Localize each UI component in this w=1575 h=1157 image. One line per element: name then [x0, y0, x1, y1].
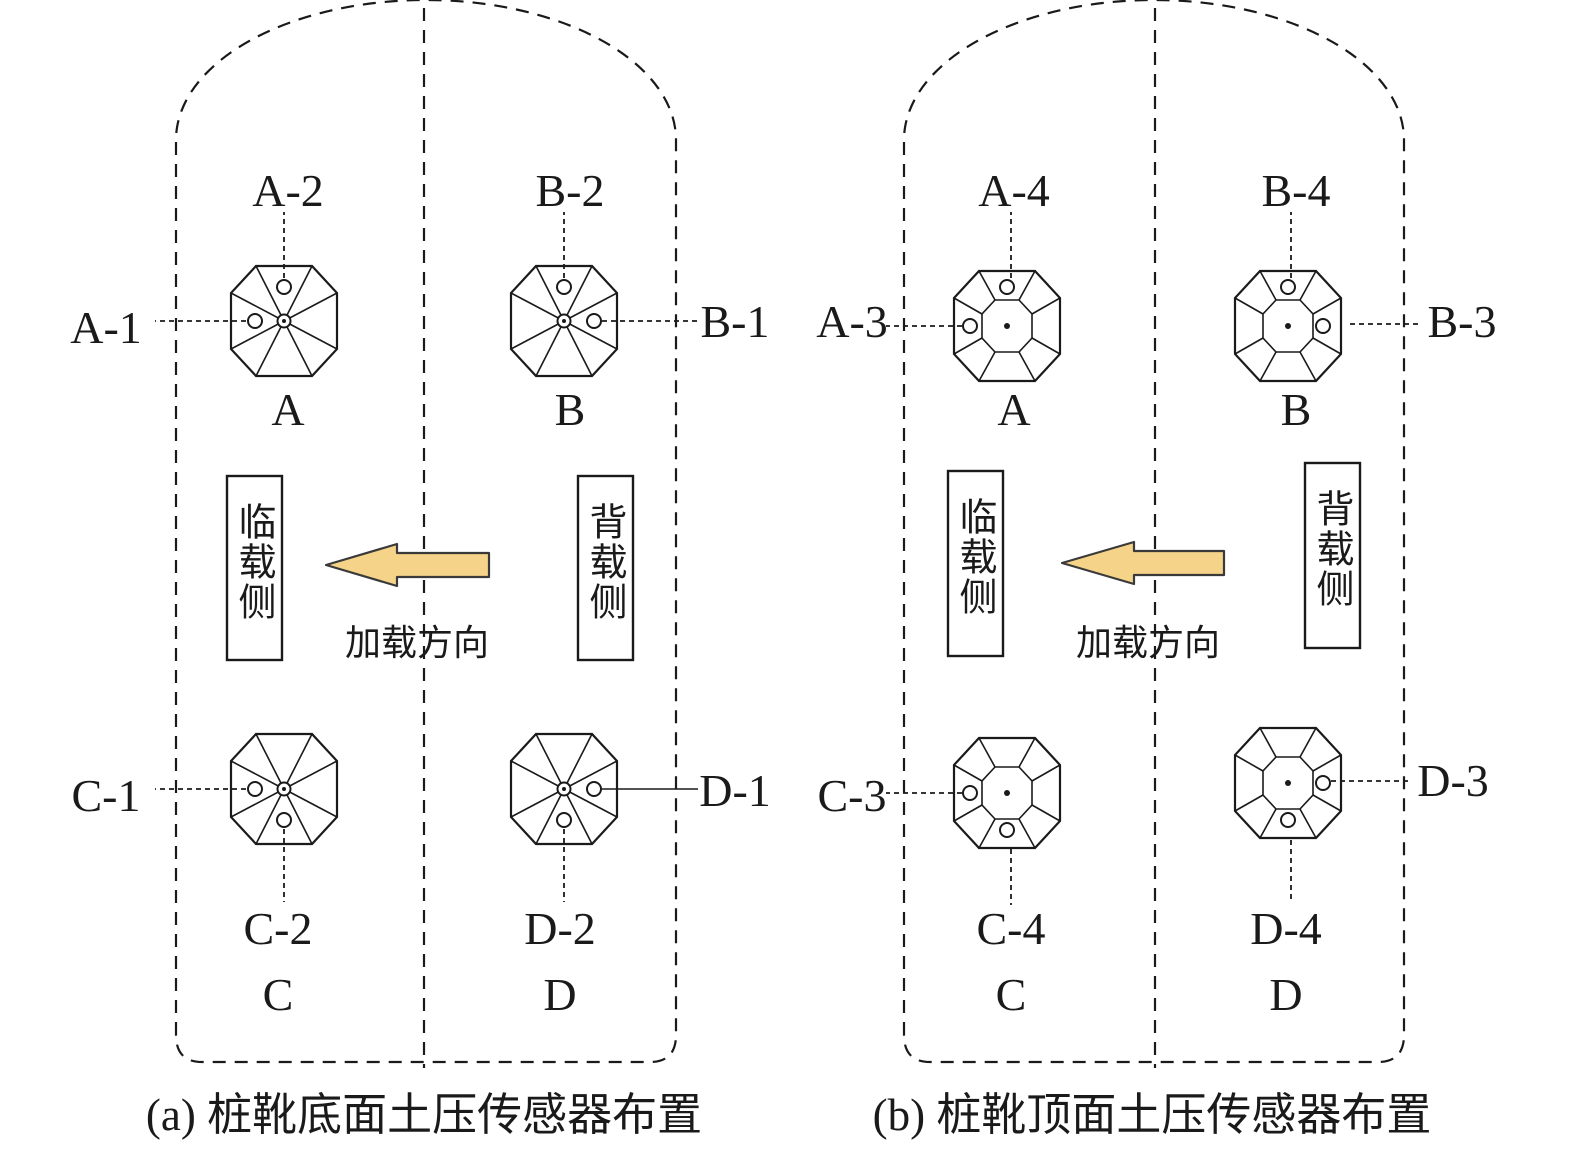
sensor-marker [247, 781, 263, 797]
sensor-marker [276, 812, 292, 828]
sensor-label-b3: B-3 [1428, 296, 1497, 347]
sensor-label-c1: C-1 [72, 770, 141, 821]
far-side-label: 背载侧 [1310, 489, 1354, 609]
sensor-label-d2: D-2 [524, 903, 596, 954]
sensor-marker [247, 313, 263, 329]
far-side-label: 背载侧 [583, 502, 627, 622]
sensor-marker [556, 812, 572, 828]
sensor-marker [999, 822, 1015, 838]
sensor-marker [1315, 775, 1331, 791]
panel-a-caption: (a) 桩靴底面土压传感器布置 [146, 1090, 702, 1140]
shoe-label-a: A [997, 384, 1030, 435]
sensor-label-a3: A-3 [816, 296, 888, 347]
sensor-marker [586, 781, 602, 797]
load-direction-arrow [324, 542, 491, 588]
panel-b: A-4 A-3 A B-4 B-3 B 临载侧 背载侧 加载方向 C-3 C-4… [816, 0, 1497, 1140]
shoe-label-b: B [555, 384, 586, 435]
sensor-marker [556, 279, 572, 295]
sensor-label-b2: B-2 [536, 165, 605, 216]
panel-b-outline [902, 0, 1406, 1064]
near-side-box [225, 474, 284, 662]
sensor-label-c4: C-4 [977, 903, 1046, 954]
sensor-marker [962, 785, 978, 801]
panel-a-outline [174, 0, 678, 1064]
sensor-label-a1: A-1 [70, 302, 142, 353]
sensor-label-d4: D-4 [1250, 903, 1322, 954]
sensor-label-d1: D-1 [699, 765, 771, 816]
sensor-marker [1280, 279, 1296, 295]
load-direction-label: 加载方向 [345, 623, 489, 664]
sensor-label-d3: D-3 [1417, 755, 1489, 806]
shoe-label-d: D [543, 969, 576, 1020]
sensor-marker [586, 313, 602, 329]
load-direction-label: 加载方向 [1076, 623, 1220, 664]
sensor-label-a4: A-4 [978, 165, 1050, 216]
shoe-label-b: B [1281, 384, 1312, 435]
sensor-marker [1315, 318, 1331, 334]
load-direction-arrow [1060, 540, 1226, 586]
panel-a: A-2 A-1 A B-2 B-1 B 临载侧 背载侧 加载方向 C-1 C-2… [70, 0, 771, 1140]
sensor-label-b1: B-1 [701, 296, 770, 347]
sensor-label-a2: A-2 [252, 165, 324, 216]
far-side-box [576, 474, 635, 662]
near-side-label: 临载侧 [232, 502, 276, 622]
sensor-marker [1280, 812, 1296, 828]
near-side-label: 临载侧 [953, 497, 997, 617]
shoe-label-d: D [1269, 969, 1302, 1020]
sensor-label-c2: C-2 [244, 903, 313, 954]
panel-b-caption: (b) 桩靴顶面土压传感器布置 [873, 1090, 1432, 1140]
sensor-marker [276, 279, 292, 295]
near-side-box [946, 469, 1005, 658]
far-side-box [1303, 461, 1362, 650]
sensor-marker [962, 318, 978, 334]
shoe-label-c: C [263, 969, 294, 1020]
sensor-marker [999, 279, 1015, 295]
sensor-label-c3: C-3 [818, 770, 887, 821]
sensor-label-b4: B-4 [1262, 165, 1331, 216]
shoe-label-c: C [996, 969, 1027, 1020]
shoe-label-a: A [271, 384, 304, 435]
